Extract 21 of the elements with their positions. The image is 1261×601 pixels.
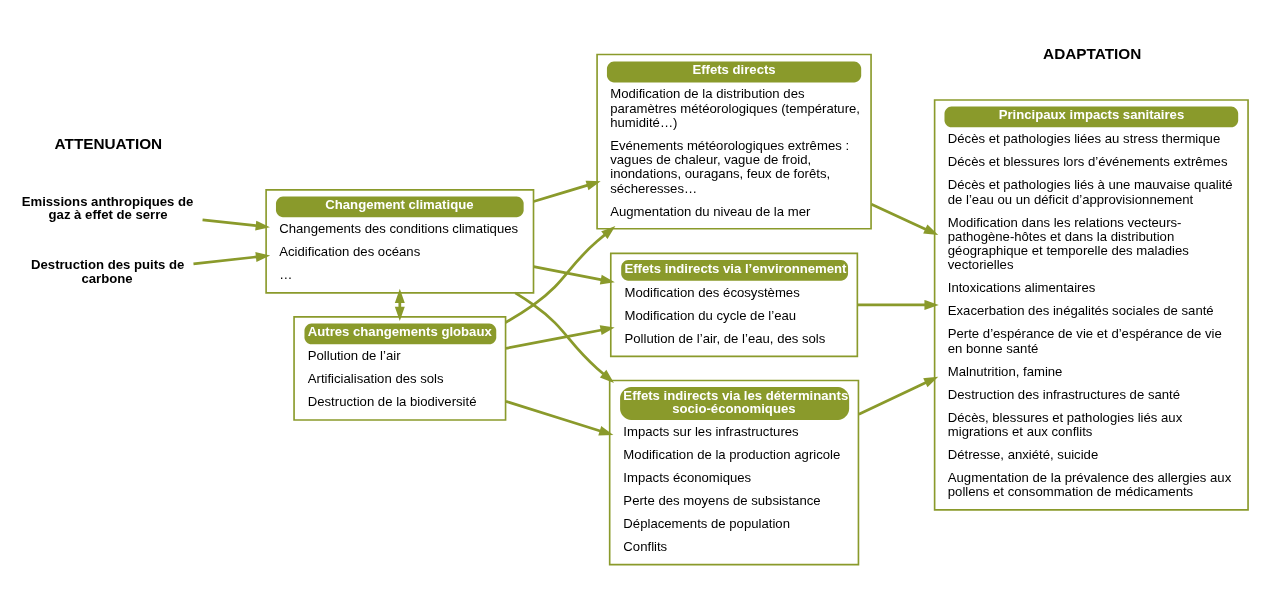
node-text: Destruction des puits de carbone	[31, 257, 185, 286]
arrow	[504, 226, 616, 324]
arrow	[505, 400, 614, 436]
node-box: Autres changements globaux Pollution de l’air Artificialisation des sols Destruction de la biodiversité	[293, 316, 507, 421]
node-box: Effets indirects via l’environnement Modification des écosystèmes Modification du cycle de l’eau Pollution de l’air, de l’eau, des sols	[609, 252, 859, 358]
arrow	[514, 291, 614, 383]
arrow	[193, 252, 271, 266]
arrow	[505, 325, 615, 350]
label: ATTENUATION	[54, 134, 163, 152]
node-text: Emissions anthropiques de gaz à effet de serre	[21, 193, 194, 222]
arrow	[202, 218, 270, 231]
node-box: Effets directs Modification de la distribution des paramètres météorologiques (température, humidité…) Evénements météorologiques extrêmes : vagues de chaleur, vague de froid, inondations, ouragans, feux de forêts, sécheresses… Augmentation du niveau de la mer	[596, 53, 872, 230]
arrow	[857, 299, 939, 310]
arrow	[533, 180, 601, 203]
arrow	[870, 203, 939, 235]
node-box: Changement climatique Changements des conditions climatiques Acidification des océans …	[265, 189, 535, 294]
arrow	[858, 376, 939, 416]
node-box: Effets indirects via les déterminants socio-économiques Impacts sur les infrastructures Modification de la production agricole Impacts économiques Perte des moyens de subsistance Déplacements de population Conflits	[608, 379, 860, 566]
arrow	[533, 265, 615, 285]
label: ADAPTATION	[1043, 45, 1142, 63]
node-box: Principaux impacts sanitaires Décès et pathologies liées au stress thermique Décès et blessures lors d’événements extrêmes Décès et pathologies liés à une mauvaise qualité de l’eau ou un déficit d’approvisionnement Modification dans les relations vecteurs-pathogène-hôtes et dans la distribution géographique et temporelle des maladies vectorielles Intoxications alimentaires Exacerbation des inégalités sociales de santé Perte d’espérance de vie et d’espérance de vie en bonne santé Malnutrition, famine Destruction des infrastructures de santé Décès, blessures et pathologies liés aux migrations et aux conflits Détresse, anxiété, suicide Augmentation de la prévalence des allergies aux pollens et consommation de médicaments	[933, 99, 1249, 511]
